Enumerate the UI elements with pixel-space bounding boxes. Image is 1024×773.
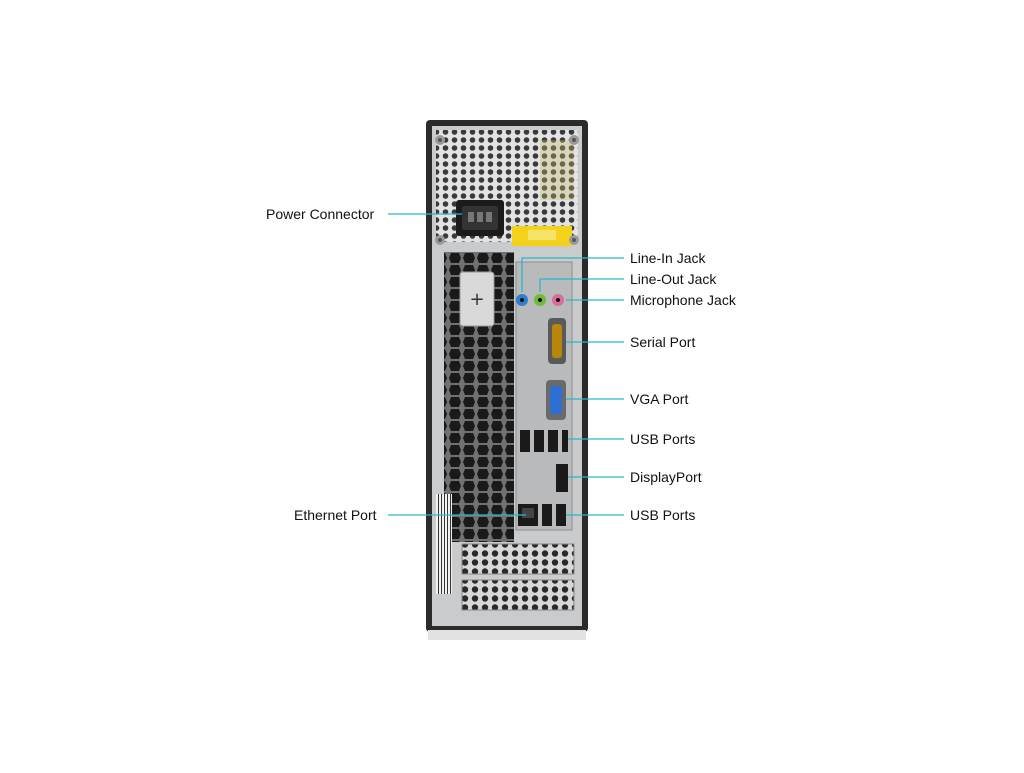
usb-ports-upper-label: USB Ports [630,431,696,447]
expansion-slot-1 [461,543,575,575]
serial-port-label: Serial Port [630,334,696,350]
microphone-jack-label: Microphone Jack [630,292,736,308]
svg-text:+: + [469,289,484,310]
ethernet-port-label: Ethernet Port [294,507,377,523]
line-out-jack-label: Line-Out Jack [630,271,717,287]
usb-ports-lower [542,504,566,526]
displayport [556,464,568,492]
expansion-slot-2 [461,579,575,611]
chassis-shadow [428,630,586,640]
power-connector-label: Power Connector [266,206,375,222]
serial-label [436,494,452,594]
vga-port-label: VGA Port [630,391,689,407]
displayport-label: DisplayPort [630,469,702,485]
usb-ports-lower-label: USB Ports [630,507,696,523]
line-in-jack-label: Line-In Jack [630,250,706,266]
leader-lines [388,213,624,516]
usb-ports-upper [520,430,568,452]
